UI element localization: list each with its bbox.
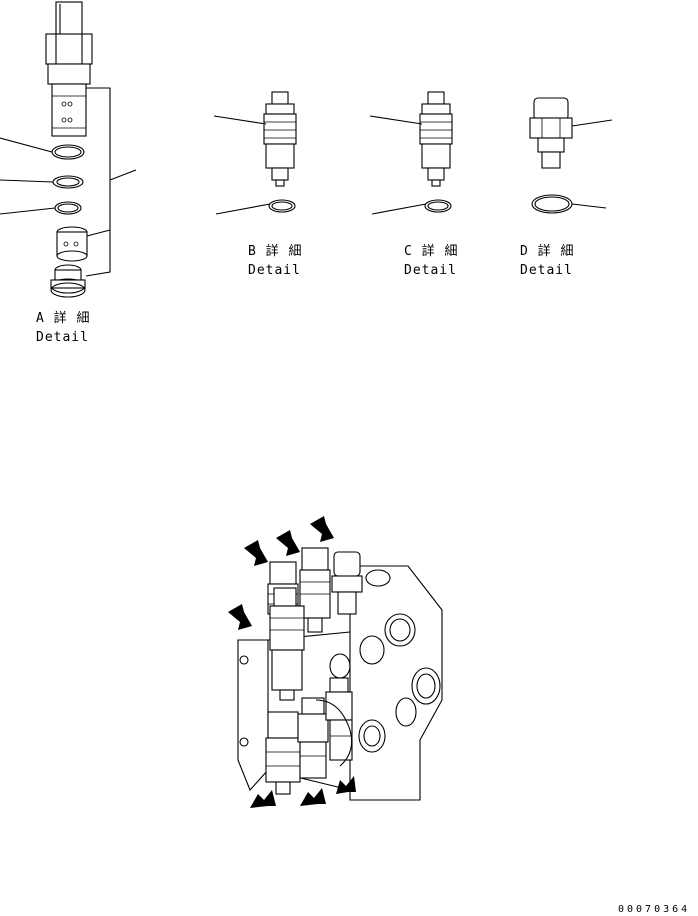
arrow-bottom-1 [250,790,276,808]
detail-c-illustration [369,91,453,215]
detail-d-illustration [529,97,613,214]
arrow-bottom-2 [300,788,326,806]
svg-text:Detail: Detail [248,263,301,278]
detail-c-label: C 詳 細 Detail [404,243,458,278]
arrow-bottom-3 [336,776,356,794]
svg-text:Detail: Detail [404,263,457,278]
detail-b-illustration [213,91,297,215]
arrow-top-2 [276,530,300,556]
svg-text:C 詳 細: C 詳 細 [404,243,458,259]
arrow-top-3 [310,516,334,542]
drawing-number: 00070364 [618,904,690,915]
svg-text:D 詳 細: D 詳 細 [520,243,574,259]
valve-block-assembly [237,547,443,801]
svg-text:A 詳 細: A 詳 細 [36,310,90,326]
arrow-top-1 [244,540,268,566]
pointer-arrows [228,516,356,808]
arrow-left-mid [228,604,252,630]
detail-a-label: A 詳 細 Detail [36,310,90,345]
svg-text:B 詳 細: B 詳 細 [248,243,302,259]
svg-text:Detail: Detail [520,263,573,278]
svg-text:Detail: Detail [36,330,89,345]
detail-a-illustration [0,1,137,298]
detail-b-label: B 詳 細 Detail [248,243,302,278]
detail-d-label: D 詳 細 Detail [520,243,574,278]
